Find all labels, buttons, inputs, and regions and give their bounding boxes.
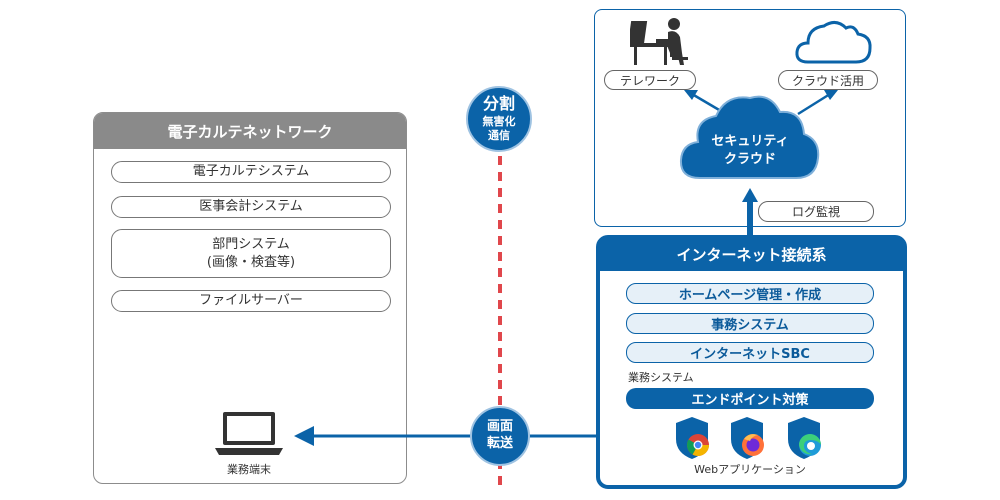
internet-network-title: インターネット接続系 (600, 238, 903, 271)
endpoint-protection-bar: エンドポイント対策 (626, 388, 874, 409)
divide-badge-subtitle: 無害化 通信 (482, 115, 516, 142)
firefox-icon (731, 417, 764, 459)
laptop-icon (215, 412, 283, 455)
cloud-outline-icon (795, 21, 872, 64)
terminal-label: 業務端末 (227, 463, 271, 476)
system-item-office: 事務システム (626, 313, 874, 334)
divide-badge: 分割 無害化 通信 (466, 86, 532, 152)
telework-label: テレワーク (604, 70, 696, 90)
cloud-use-label: クラウド活用 (778, 70, 878, 90)
security-cloud-icon (679, 95, 820, 179)
system-item-homepage: ホームページ管理・作成 (626, 283, 874, 304)
log-monitoring-label: ログ監視 (758, 201, 874, 222)
system-item-internet-sbc: インターネットSBC (626, 342, 874, 363)
chrome-icon (676, 417, 709, 459)
web-applications-label: Webアプリケーション (694, 463, 806, 476)
edge-icon (788, 417, 821, 459)
system-item-file-server: ファイルサーバー (111, 290, 391, 312)
medical-record-network-title: 電子カルテネットワーク (94, 113, 406, 149)
system-item-emr: 電子カルテシステム (111, 161, 391, 183)
divide-badge-title: 分割 (482, 94, 515, 114)
system-item-accounting: 医事会計システム (111, 196, 391, 218)
screen-transfer-badge: 画面 転送 (470, 406, 530, 466)
system-item-department: 部門システム (画像・検査等) (111, 229, 391, 278)
business-system-label: 業務システム (628, 371, 694, 384)
screen-transfer-arrow (294, 426, 638, 446)
telework-person-icon (630, 18, 688, 65)
security-cloud-label: セキュリティ クラウド (711, 134, 789, 167)
